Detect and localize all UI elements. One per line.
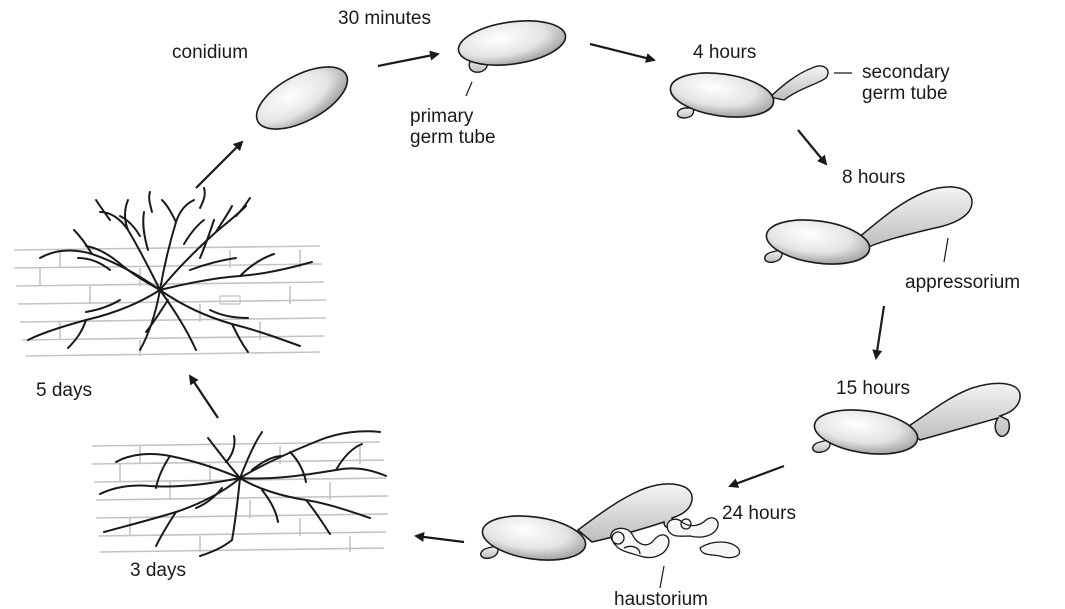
arrow-conidium-to-30min	[378, 54, 438, 66]
label-primary-germ-tube-line1: primary	[410, 106, 496, 127]
label-primary-germ-tube-line2: germ tube	[410, 127, 496, 148]
host-tissue-3-days	[92, 431, 388, 556]
label-15-hours: 15 hours	[836, 378, 910, 399]
arrow-5d-to-conidium	[196, 142, 242, 188]
spore-24-hours	[480, 484, 740, 588]
label-30-minutes: 30 minutes	[338, 8, 431, 29]
label-secondary-germ-tube: secondary germ tube	[862, 62, 950, 104]
arrow-30min-to-4h	[590, 44, 654, 60]
spore-4-hours	[668, 66, 852, 123]
label-8-hours: 8 hours	[842, 167, 905, 188]
label-secondary-germ-tube-line2: germ tube	[862, 83, 950, 104]
label-4-hours: 4 hours	[693, 42, 756, 63]
label-24-hours: 24 hours	[722, 503, 796, 524]
label-haustorium: haustorium	[614, 589, 708, 609]
arrow-24h-to-3d	[416, 536, 464, 542]
arrow-8h-to-15h	[876, 306, 884, 358]
conidium-spore	[247, 54, 357, 142]
host-tissue-5-days	[14, 188, 326, 356]
label-appressorium: appressorium	[905, 272, 1020, 293]
label-5-days: 5 days	[36, 380, 92, 401]
spore-30-minutes	[456, 15, 569, 96]
label-conidium: conidium	[172, 42, 248, 63]
arrow-15h-to-24h	[730, 466, 784, 486]
label-secondary-germ-tube-line1: secondary	[862, 62, 950, 83]
label-3-days: 3 days	[130, 560, 186, 581]
label-primary-germ-tube: primary germ tube	[410, 106, 496, 148]
arrow-3d-to-5d	[190, 376, 218, 418]
spore-8-hours	[764, 187, 972, 270]
arrow-4h-to-8h	[798, 130, 826, 164]
